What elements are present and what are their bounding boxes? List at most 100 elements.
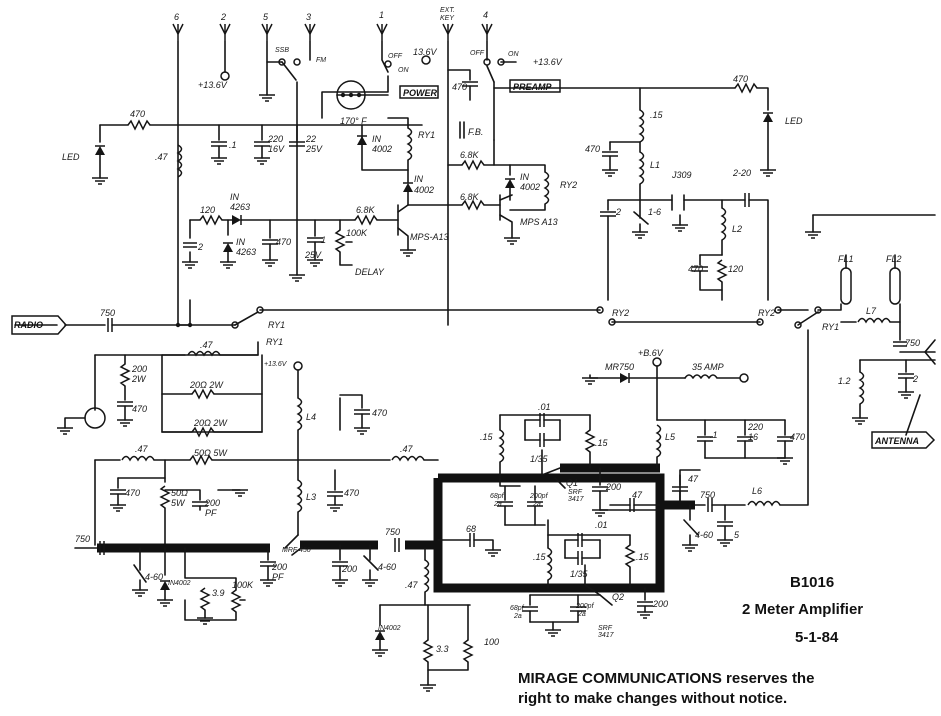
terminal-3-label: 3 [306, 12, 311, 22]
d4002c2-label: 4002 [520, 182, 540, 192]
c750d-label: 750 [385, 527, 400, 537]
terminal-1-label: 1 [379, 10, 384, 20]
c470b-label: 470 [585, 144, 600, 154]
c470k-label: 470 [452, 82, 467, 92]
c68pf2-label: 2a [493, 501, 502, 508]
c220-label: 220 [267, 134, 283, 144]
d4263a2-label: 4263 [230, 202, 250, 212]
ry1d-label: RY1 [266, 337, 283, 347]
ry1c-label: RY1 [822, 322, 839, 332]
c200c-label: 200 [652, 599, 668, 609]
l6-label: L6 [752, 486, 762, 496]
terminal-5-label: 5 [263, 12, 269, 22]
supply-label-6: +B.6V [638, 348, 664, 358]
d4002d-label: IN4002 [168, 580, 191, 587]
d4263b2-label: 4263 [236, 247, 256, 257]
r200-label: 200 [131, 364, 147, 374]
revision-date: 5-1-84 [795, 629, 839, 646]
c4-60c-label: 4-60 [695, 530, 713, 540]
r120-label: 120 [200, 205, 215, 215]
terminal-2 [219, 23, 231, 43]
c1-35b-label: 1/35 [570, 569, 589, 579]
l15b-label: .15 [480, 432, 494, 442]
c2b-label: 2 [615, 207, 621, 217]
terminal-5 [261, 23, 273, 43]
srf2b-label: 3417 [598, 632, 615, 639]
c1b-label: .1 [710, 430, 718, 440]
c470e-label: 470 [372, 408, 387, 418]
r33-label: 3.3 [436, 644, 449, 654]
r100k-label: 100K [346, 228, 368, 238]
fm-label: FM [316, 57, 326, 64]
srf1-label: SRF [568, 489, 583, 496]
r120b-label: 120 [728, 264, 743, 274]
off1-label: OFF [388, 53, 403, 60]
rf-bus-loop [433, 473, 665, 593]
d4002a2-label: 4002 [372, 144, 392, 154]
l47b-label: .47 [200, 340, 214, 350]
l47d-label: .47 [400, 444, 414, 454]
on2-label: ON [508, 51, 519, 58]
c68pf-label: 68pf [490, 493, 505, 500]
r50bw-label: 5W [171, 498, 186, 508]
q2-label: Q2 [612, 592, 624, 602]
c750e-label: 750 [700, 490, 715, 500]
terminal-3 [304, 23, 316, 43]
ry2-label: RY2 [560, 180, 577, 190]
l15c-label: .15 [595, 438, 609, 448]
on1-label: ON [398, 67, 409, 74]
ry2b-label: RY2 [612, 308, 629, 318]
c200pf2-label: PF [205, 508, 217, 518]
r750a-label: 750 [100, 308, 115, 318]
c2-20-label: 2-20 [732, 168, 751, 178]
terminal-2-label: 2 [220, 12, 226, 22]
ry1b-label: RY1 [268, 320, 285, 330]
c200pf-q1b-label: 2a [532, 501, 541, 508]
c470h-label: 470 [790, 432, 805, 442]
terminal-1 [376, 23, 388, 43]
ssb-label: SSB [275, 47, 289, 54]
d4002e-label: IN4002 [378, 625, 401, 632]
c200pfb-label: 200 [271, 562, 287, 572]
supply-label-3: +13.6V [533, 57, 563, 67]
c220b2-label: 16 [748, 432, 758, 442]
l47c-label: .47 [135, 444, 149, 454]
c1-6-label: 1-6 [648, 207, 661, 217]
c5-label: 5 [734, 530, 740, 540]
r470-top-label: 470 [130, 109, 145, 119]
r39-label: 3.9 [212, 588, 225, 598]
c200b-label: 200 [605, 482, 621, 492]
l12-label: 1.2 [838, 376, 851, 386]
preamp-tag: PREAMP [513, 82, 553, 92]
srf1b-label: 3417 [568, 496, 585, 503]
terminal-ext-key [442, 23, 454, 43]
c1-35a-label: 1/35 [530, 454, 549, 464]
c22-label: 22 [305, 134, 316, 144]
l15a-label: .15 [650, 110, 664, 120]
terminal-key-label: KEY [440, 15, 455, 22]
fl2-label: FL2 [886, 254, 902, 264]
c2c-label: 2 [912, 374, 918, 384]
c470c-label: 470 [688, 264, 703, 274]
mpsa13b-label: MPS-A13 [410, 232, 449, 242]
c1-label: 1 [321, 235, 326, 245]
terminal-4 [481, 23, 493, 43]
r20b-label: 20Ω 2W [193, 418, 228, 428]
l47-label: .47 [155, 152, 169, 162]
amplifier-name: 2 Meter Amplifier [742, 601, 863, 618]
c1a-label: .1 [229, 140, 237, 150]
fl1-label: FL1 [838, 254, 854, 264]
off2-label: OFF [470, 50, 485, 57]
c4-60a-label: 4-60 [145, 572, 163, 582]
mr750-label: MR750 [605, 362, 634, 372]
c470d-label: 470 [132, 404, 147, 414]
delay-label: DELAY [355, 267, 385, 277]
amp35-label: 35 AMP [692, 362, 724, 372]
r100k2-label: 100K [232, 580, 254, 590]
r200w-label: 2W [131, 374, 147, 384]
c200pf-label: 200 [204, 498, 220, 508]
c4-60b-label: 4-60 [378, 562, 396, 572]
c200pf-q1-label: 200pf [529, 493, 549, 500]
radio-tag: RADIO [14, 320, 43, 330]
c68pf-q2b-label: 2a [513, 613, 522, 620]
